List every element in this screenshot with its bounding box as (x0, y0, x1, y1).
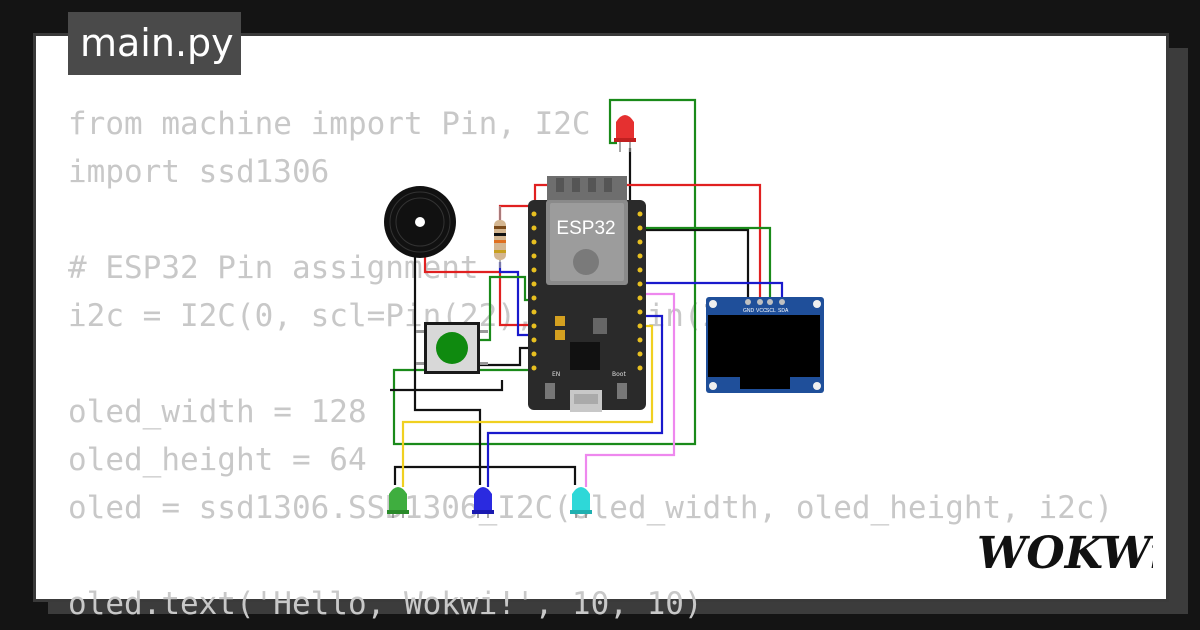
wire-green-button (478, 275, 533, 342)
oled-pin-label: SDA (778, 308, 789, 314)
wire-red-buzzer (423, 240, 533, 327)
pushbutton-icon[interactable] (416, 322, 488, 374)
espressif-logo-icon (573, 249, 599, 275)
resistor-icon[interactable] (494, 206, 506, 268)
code-line: from machine import Pin, I2C (68, 106, 591, 142)
code-editor[interactable]: from machine import Pin, I2C import ssd13… (68, 100, 1113, 628)
buzzer-icon[interactable] (384, 186, 456, 258)
wires (390, 98, 784, 487)
oled-pin-label: SCL (766, 308, 776, 314)
led-red[interactable] (614, 115, 636, 152)
en-label: EN (552, 371, 560, 378)
esp32-board[interactable]: ESP32 EN Boot (528, 176, 646, 412)
board-label: ESP32 (556, 218, 615, 239)
file-tab-label: main.py (80, 21, 234, 65)
wire-pink-led-cyan (584, 292, 676, 487)
chip-icon (570, 342, 600, 370)
wire-black-button2 (413, 340, 482, 468)
code-line: oled_height = 64 (68, 442, 367, 478)
oled-pins (745, 299, 785, 305)
en-button[interactable] (545, 383, 555, 399)
wire-yellow-led-green (401, 324, 654, 487)
wire-blue-oled (640, 281, 784, 298)
led-green[interactable] (387, 487, 409, 518)
code-line: # ESP32 Pin assignment (68, 250, 479, 286)
led-blue[interactable] (472, 487, 494, 518)
wire-green-led-red (392, 98, 697, 446)
code-line: import ssd1306 (68, 154, 330, 190)
wire-black-oled (640, 228, 750, 298)
oled-display[interactable]: GND VCC SCL SDA (706, 297, 824, 393)
code-line: oled.text('Hello, Wokwi!', 10, 10) (68, 586, 703, 622)
wire-black-led-bus (393, 465, 577, 485)
file-tab[interactable]: main.py (68, 12, 241, 75)
wire-black-button (478, 346, 533, 367)
boot-button[interactable] (617, 383, 627, 399)
wire-green-oled (640, 226, 772, 298)
wire-black-board-bottom (390, 380, 504, 392)
code-line: oled_width = 128 (68, 394, 367, 430)
boot-label: Boot (612, 371, 626, 378)
wire-blue-led-blue (486, 314, 664, 487)
wire-red-top (533, 183, 762, 298)
wokwi-logo-text: WOKWi (977, 528, 1153, 579)
wokwi-logo: WOKWi (977, 528, 1153, 579)
oled-pin-label: GND (743, 308, 755, 314)
led-cyan[interactable] (570, 487, 592, 518)
board-pins (531, 211, 643, 371)
wire-blue-resistor (498, 262, 533, 337)
oled-pin-label: VCC (756, 308, 767, 314)
